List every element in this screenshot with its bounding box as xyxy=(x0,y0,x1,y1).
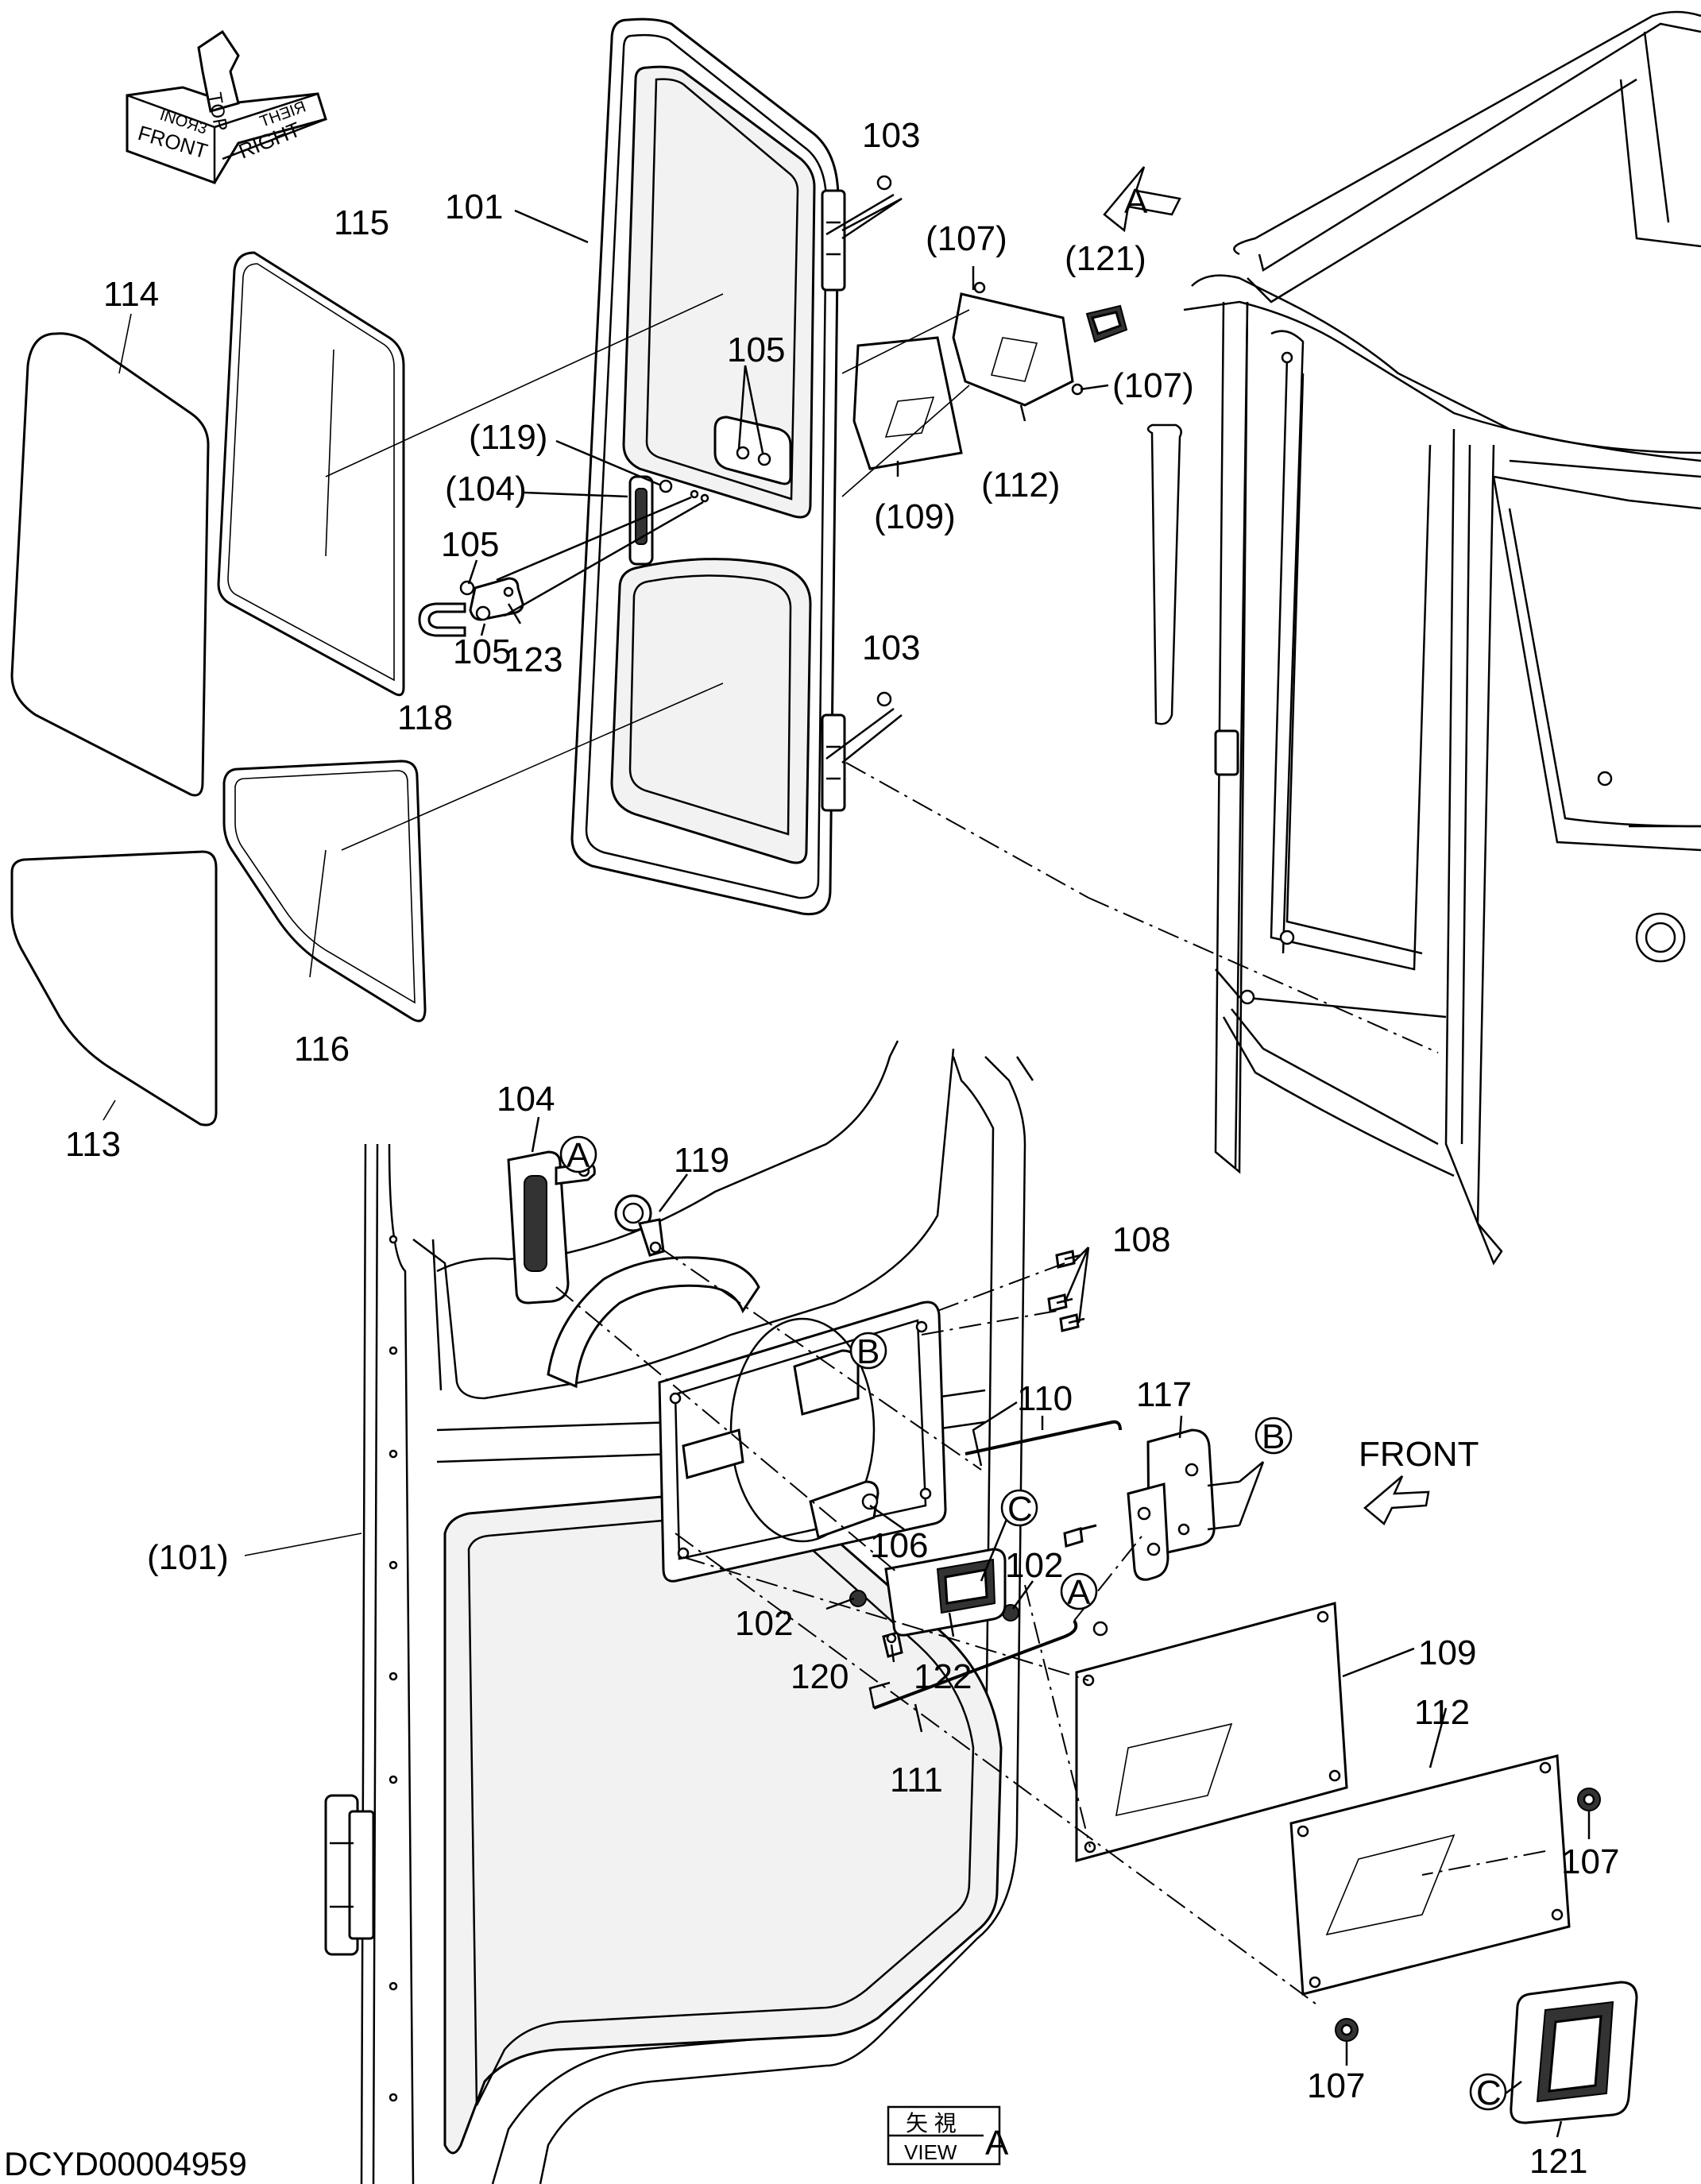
label-112-upper: (112) xyxy=(981,466,1060,504)
front-arrow xyxy=(1363,1475,1430,1525)
rod-110 xyxy=(965,1401,1122,1467)
label-112-lower: 112 xyxy=(1414,1693,1470,1732)
label-119-lower: 119 xyxy=(674,1141,729,1180)
handrail xyxy=(547,1256,760,1389)
callout-circles: A B B C A C xyxy=(559,1135,1507,2112)
handle-121-lower xyxy=(1510,1981,1638,2124)
label-117: 117 xyxy=(1136,1375,1192,1414)
label-121-lower: 121 xyxy=(1529,2142,1587,2181)
view-arrow-a-upper: A xyxy=(1103,166,1181,233)
leader-lines xyxy=(102,193,1591,2138)
callout-a-lower-handle: A xyxy=(566,1136,590,1175)
front-label: FRONT xyxy=(1359,1435,1479,1474)
panel-109-lower xyxy=(1075,1602,1348,1862)
rod-111 xyxy=(868,1619,1108,1710)
label-103-top: 103 xyxy=(862,116,920,155)
cab-frame xyxy=(1146,10,1701,1266)
view-box-letter: A xyxy=(985,2124,1009,2163)
callout-b-box: B xyxy=(856,1332,879,1371)
glass-114 xyxy=(10,332,210,797)
label-110: 110 xyxy=(1017,1379,1073,1418)
door-101-upper xyxy=(570,17,846,916)
label-105-window: 105 xyxy=(727,330,785,369)
bolts-107-lower xyxy=(1335,1788,1601,2042)
label-109-lower: 109 xyxy=(1418,1633,1476,1672)
panel-109-upper xyxy=(852,336,963,470)
label-109-upper: (109) xyxy=(874,497,956,536)
label-103-bottom: 103 xyxy=(862,628,920,667)
label-115: 115 xyxy=(334,203,389,242)
callout-b-latch: B xyxy=(1262,1417,1285,1456)
label-105-left-top: 105 xyxy=(441,525,499,564)
label-120: 120 xyxy=(791,1657,849,1696)
bolts-upper xyxy=(876,175,1084,707)
bolts-108 xyxy=(1047,1250,1085,1332)
label-107-lower-left: 107 xyxy=(1307,2066,1365,2105)
orientation-cube: FRONT TOP RIGHT INOЯ3 THƎIЯ xyxy=(126,29,327,184)
label-107-upper-right: (107) xyxy=(1112,366,1194,405)
label-118: 118 xyxy=(397,698,453,737)
label-104-lower: 104 xyxy=(497,1080,555,1119)
door-101-lower xyxy=(324,1040,1034,2184)
label-116: 116 xyxy=(294,1030,350,1069)
label-121-upper: (121) xyxy=(1065,239,1146,278)
label-108: 108 xyxy=(1112,1220,1170,1259)
view-box-en: VIEW xyxy=(904,2140,957,2164)
handle-121-upper xyxy=(1085,304,1128,343)
label-102-left: 102 xyxy=(735,1604,793,1643)
label-107-lower-right: 107 xyxy=(1561,1842,1619,1881)
view-box-jp: 矢 視 xyxy=(906,2111,957,2136)
latch-117 xyxy=(1127,1428,1216,1581)
glass-113 xyxy=(10,850,218,1127)
lower-labels: (101) 102 102 104 106 107 107 108 109 11… xyxy=(147,1080,1619,2181)
panel-112-upper xyxy=(952,292,1074,407)
label-111: 111 xyxy=(890,1761,943,1799)
seal-116 xyxy=(222,760,427,1022)
label-105-left-bottom: 105 xyxy=(453,632,511,671)
label-119-upper: (119) xyxy=(469,418,547,457)
callout-c-lower: C xyxy=(1476,2074,1502,2112)
latch-box xyxy=(658,1301,947,1583)
part-122 xyxy=(884,1548,1007,1637)
panel-112-lower xyxy=(1289,1754,1571,1996)
view-marker-upper-letter: A xyxy=(1124,182,1148,221)
bolts-102 xyxy=(849,1524,1097,1622)
seal-115 xyxy=(217,251,405,697)
label-104-upper: (104) xyxy=(445,470,527,508)
label-101-lower: (101) xyxy=(147,1538,229,1577)
callout-a-rod: A xyxy=(1067,1573,1091,1612)
part-120 xyxy=(882,1631,903,1658)
label-102-right: 102 xyxy=(1005,1546,1063,1585)
part-118-123-group xyxy=(418,577,524,637)
label-107-upper-top: (107) xyxy=(926,219,1007,258)
label-123: 123 xyxy=(505,640,562,679)
label-101-upper: 101 xyxy=(445,187,503,226)
upper-labels: 101 103 103 (104) 105 105 105 (107) (107… xyxy=(65,116,1194,1164)
label-106: 106 xyxy=(870,1526,928,1565)
label-113: 113 xyxy=(65,1125,121,1164)
callout-c-handle: C xyxy=(1007,1490,1033,1529)
label-114: 114 xyxy=(103,275,159,314)
part-119-lower xyxy=(614,1194,665,1257)
label-122: 122 xyxy=(914,1657,972,1696)
diagram-code: DCYD00004959 xyxy=(4,2145,247,2182)
view-a-box: 矢 視 VIEW A xyxy=(887,2105,1009,2166)
